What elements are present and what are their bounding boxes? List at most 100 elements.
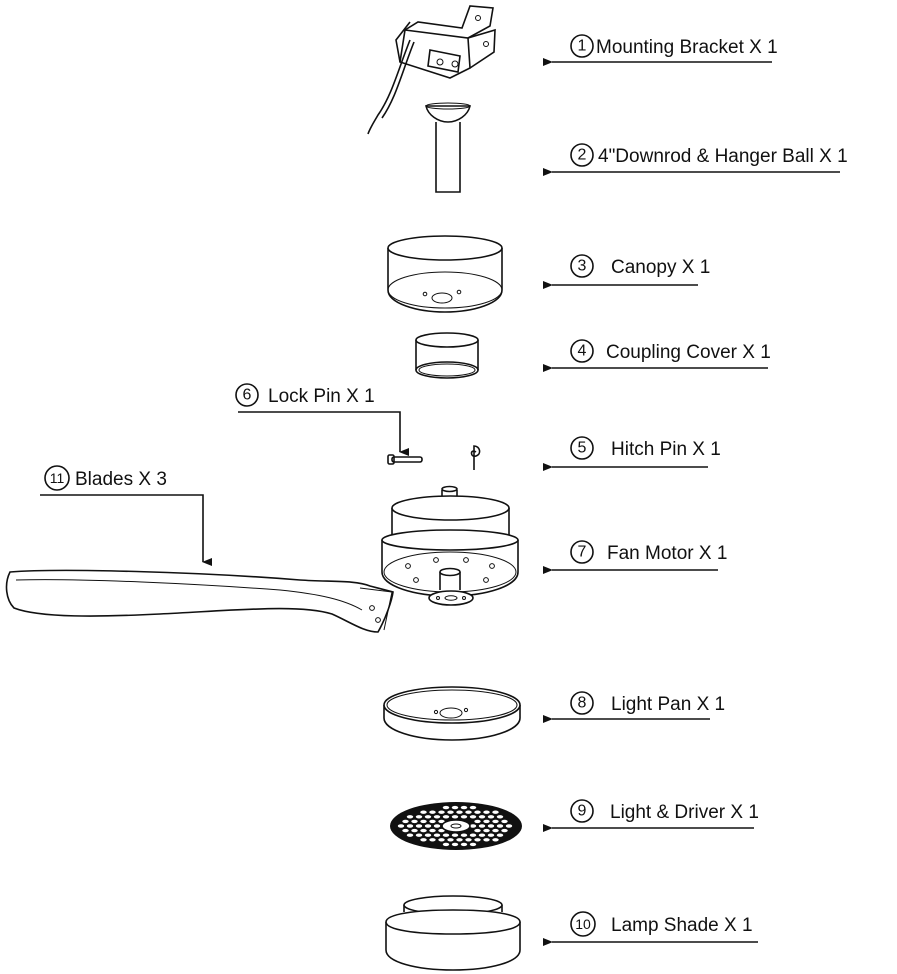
coupling-cover-drawing (415, 332, 479, 379)
label-part-2: 2 4"Downrod & Hanger Ball X 1 (570, 143, 848, 167)
led-hole (402, 819, 409, 824)
led-hole (501, 828, 508, 833)
svg-text:5: 5 (578, 440, 587, 457)
label-part-11: 11 Blades X 3 (44, 465, 167, 491)
number-circle (44, 465, 70, 491)
blade-drawing (5, 569, 394, 633)
svg-text:2: 2 (578, 147, 587, 164)
number-circle (570, 339, 594, 363)
svg-text:Hitch Pin X 1: Hitch Pin X 1 (611, 439, 721, 460)
label-part-10: 10 Lamp Shade X 1 (570, 911, 753, 937)
led-hole (397, 824, 405, 828)
label-part-5: 5 Hitch Pin X 1 (570, 436, 721, 460)
svg-text:Lamp Shade X 1: Lamp Shade X 1 (611, 915, 753, 936)
callout-lines (40, 58, 840, 946)
led-hole (429, 810, 436, 814)
led-hole (406, 824, 414, 828)
led-hole (415, 815, 423, 819)
led-hole (474, 838, 481, 842)
led-hole (496, 833, 504, 837)
led-hole (424, 833, 432, 837)
light-pan-drawing (383, 686, 521, 741)
svg-text:9: 9 (578, 803, 587, 820)
led-hole (456, 810, 463, 814)
led-hole (483, 810, 490, 814)
led-hole (406, 833, 414, 837)
fan-motor-drawing (381, 485, 519, 606)
number-circle (570, 911, 596, 937)
number-circle (570, 436, 594, 460)
led-hole (429, 828, 436, 833)
led-hole (411, 819, 418, 824)
led-hole (492, 810, 499, 814)
led-hole (438, 838, 445, 842)
led-hole (429, 819, 436, 824)
led-hole (424, 815, 432, 819)
led-hole (415, 833, 423, 837)
led-hole (442, 842, 450, 847)
svg-text:Fan Motor X 1: Fan Motor X 1 (607, 543, 727, 564)
led-hole (438, 819, 445, 824)
led-hole (433, 824, 441, 828)
number-circle (570, 540, 594, 564)
led-hole (420, 838, 427, 842)
number-circle (570, 254, 594, 278)
led-hole (429, 838, 436, 842)
led-hole (474, 810, 481, 814)
label-part-6: 6 Lock Pin X 1 (235, 383, 375, 407)
led-hole (469, 815, 477, 819)
led-hole (415, 824, 423, 828)
led-hole (474, 828, 481, 833)
led-hole (460, 805, 468, 810)
led-hole (406, 815, 414, 819)
led-hole (505, 824, 513, 828)
svg-text:7: 7 (578, 544, 587, 561)
hitch-pin-drawing (470, 445, 481, 470)
label-part-3: 3 Canopy X 1 (570, 254, 710, 278)
led-hole (433, 833, 441, 837)
led-hole (433, 815, 441, 819)
led-hole (487, 824, 495, 828)
led-hole (478, 833, 486, 837)
downrod-drawing (425, 102, 471, 193)
led-hole (402, 828, 409, 833)
number-circle (570, 691, 594, 715)
label-part-9: 9 Light & Driver X 1 (570, 799, 759, 823)
led-hole (465, 810, 472, 814)
leader-11 (40, 494, 212, 566)
svg-text:11: 11 (50, 470, 65, 486)
number-circle (570, 799, 594, 823)
led-hole (465, 838, 472, 842)
canopy-drawing (387, 235, 503, 313)
number-circle (570, 143, 594, 167)
led-hole (487, 833, 495, 837)
led-hole (438, 828, 445, 833)
led-hole (451, 833, 459, 837)
svg-text:10: 10 (575, 916, 591, 932)
number-circle (235, 383, 259, 407)
led-hole (469, 824, 477, 828)
led-hole (496, 824, 504, 828)
led-hole (424, 824, 432, 828)
label-part-8: 8 Light Pan X 1 (570, 691, 725, 715)
led-hole (447, 838, 454, 842)
label-part-4: 4 Coupling Cover X 1 (570, 339, 771, 363)
lock-pin-drawing (387, 454, 423, 465)
svg-text:3: 3 (578, 258, 587, 275)
svg-text:Lock Pin X 1: Lock Pin X 1 (268, 386, 375, 407)
led-hole (492, 838, 499, 842)
led-hole (442, 805, 450, 810)
led-hole (469, 842, 477, 847)
led-hole (456, 838, 463, 842)
label-part-7: 7 Fan Motor X 1 (570, 540, 727, 564)
led-hole (469, 805, 477, 810)
led-hole (451, 842, 459, 847)
svg-text:4"Downrod & Hanger Ball X 1: 4"Downrod & Hanger Ball X 1 (598, 146, 848, 167)
svg-text:4: 4 (578, 343, 587, 360)
led-hole (420, 819, 427, 824)
led-hole (460, 815, 468, 819)
led-hole (451, 805, 459, 810)
led-hole (460, 842, 468, 847)
number-circle (570, 34, 594, 58)
